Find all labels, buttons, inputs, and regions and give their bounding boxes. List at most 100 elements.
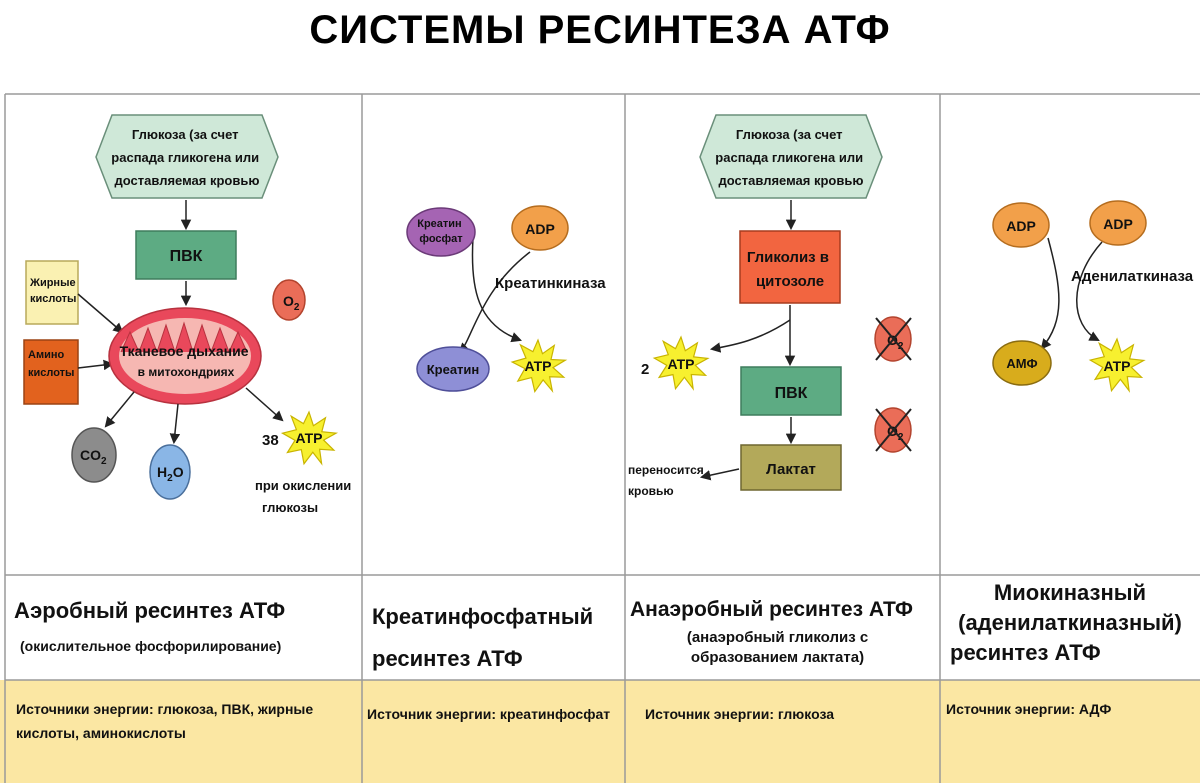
- svg-text:при окислении глюкозы: при окислении глюкозы: [255, 478, 355, 515]
- anaerobic-panel: Глюкоза (за счет распада гликогена или д…: [628, 114, 912, 498]
- myokinase-adp-circle-1: [992, 202, 1050, 248]
- amf-circle: [992, 340, 1052, 386]
- myokinase-caption-line-1: Миокиназный: [993, 580, 1147, 605]
- anaerobic-glucose-line-3: доставляемая кровью: [719, 173, 864, 188]
- myokinase-atp-label: ATP: [1104, 358, 1131, 374]
- aerobic-glucose-line-1: Глюкоза (за счет: [132, 127, 239, 142]
- myokinase-caption-line-3: ресинтез АТФ: [950, 640, 1101, 665]
- creatine-adp-label: ADP: [525, 221, 555, 237]
- mito-line-1: Тканевое дыхание: [120, 343, 249, 359]
- anaerobic-caption-title: Анаэробный ресинтез АТФ: [630, 598, 913, 621]
- aerobic-source-line-2: кислоты, аминокислоты: [16, 725, 186, 741]
- aerobic-caption-sub: (окислительное фосфорилирование): [20, 638, 282, 654]
- svg-text:Гликолиз в цитозоле: Гликолиз в цитозоле: [747, 249, 833, 290]
- amino-acids-line-1: Амино: [28, 349, 64, 361]
- amino-acids-line-2: кислоты: [28, 367, 74, 379]
- anaerobic-atp-star: [652, 335, 710, 391]
- svg-text:Глюкоза (за счет распада: Глюкоза (за счет распада гликогена или д…: [111, 127, 262, 188]
- co2-label: CO: [80, 447, 101, 463]
- svg-text:O2: O2: [283, 293, 300, 313]
- h2o-sub: 2: [167, 473, 173, 484]
- anaerobic-atp-label: ATP: [668, 356, 695, 372]
- creatine-enzyme-label: Креатинкиназа: [495, 275, 606, 292]
- svg-text:Глюкоза (за счет распада: Глюкоза (за счет распада гликогена или д…: [715, 127, 866, 188]
- aerobic-caption-title: Аэробный ресинтез АТФ: [14, 598, 286, 623]
- h2o-circle: [149, 444, 191, 500]
- h2o-h: H: [157, 464, 167, 480]
- anaerobic-atp-count: 2: [641, 361, 649, 378]
- aerobic-glucose-box: [95, 114, 279, 199]
- lactate-label: Лактат: [766, 461, 816, 478]
- anaerobic-source-line-1: Источник энергии: глюкоза: [645, 706, 835, 722]
- myokinase-caption: Миокиназный (аденилаткиназный) ресинтез …: [940, 578, 1200, 668]
- fatty-acids-line-2: кислоты: [30, 293, 76, 305]
- creatine-phosphate-line-1: Креатин: [417, 218, 461, 230]
- creatine-circle: [416, 346, 490, 392]
- myokinase-source-line-1: Источник энергии: АДФ: [946, 701, 1112, 717]
- aerobic-note-line-2: глюкозы: [262, 500, 318, 515]
- myokinase-adp-circle-2: [1089, 200, 1147, 246]
- svg-text:переносится кровью: переносится кровью: [628, 463, 707, 498]
- anaerobic-caption-sub-line-2: образованием лактата): [690, 649, 865, 666]
- footer-band: [0, 680, 1200, 783]
- fatty-acids-box: [25, 260, 79, 325]
- aerobic-source: Источники энергии: глюкоза, ПВК, жирные …: [16, 697, 313, 745]
- creatine-caption-line-1: Креатинфосфатный: [372, 604, 594, 629]
- h2o-o: O: [173, 464, 184, 480]
- glycolysis-box: [739, 230, 841, 304]
- anaerobic-glucose-line-2: распада гликогена или: [715, 150, 863, 165]
- anaerobic-caption-sub: (анаэробный гликолиз с образованием лакт…: [630, 628, 925, 668]
- myokinase-adp-label-1: ADP: [1006, 218, 1036, 234]
- creatine-source-line-1: Источник энергии: креатинфосфат: [367, 706, 611, 722]
- aerobic-panel: Глюкоза (за счет распада гликогена или д…: [23, 114, 355, 515]
- creatine-phosphate-line-2: фосфат: [419, 233, 463, 245]
- anaerobic-caption-sub-line-1: (анаэробный гликолиз с: [686, 629, 869, 646]
- creatine-phosphate-circle: [406, 207, 476, 257]
- no-o2-marker-1: O2: [874, 316, 912, 362]
- myokinase-panel: ADP ADP Аденилаткиназа АМФ ATP: [992, 200, 1194, 393]
- transport-line-1: переносится: [628, 463, 704, 477]
- creatine-label: Креатин: [427, 362, 480, 377]
- co2-circle: [71, 427, 117, 483]
- aerobic-note-line-1: при окислении: [255, 478, 351, 493]
- lactate-box: [740, 444, 842, 491]
- anaerobic-glucose-box: [699, 114, 883, 199]
- myokinase-source: Источник энергии: АДФ: [946, 697, 1111, 721]
- myokinase-caption-line-2: (аденилаткиназный): [958, 610, 1182, 635]
- aerobic-glucose-line-2: распада гликогена или: [111, 150, 259, 165]
- anaerobic-pvk-label: ПВК: [775, 385, 808, 402]
- svg-text:Креатин фосфат: Креатин фосфат: [417, 218, 465, 245]
- aerobic-pvk-label: ПВК: [170, 248, 203, 265]
- page-title: СИСТЕМЫ РЕСИНТЕЗА АТФ: [309, 8, 891, 52]
- svg-text:Жирные кислоты: Жирные кислоты: [29, 277, 79, 305]
- creatine-atp-label: ATP: [525, 358, 552, 374]
- table-grid: [4, 93, 1200, 783]
- amino-acids-box: [23, 339, 79, 405]
- aerobic-pvk-box: [135, 230, 237, 280]
- svg-text:H2O: H2O: [157, 464, 184, 484]
- fatty-acids-line-1: Жирные: [29, 277, 76, 289]
- svg-text:CO2: CO2: [80, 447, 107, 467]
- anaerobic-pvk-box: [740, 366, 842, 416]
- aerobic-o2-circle: [272, 279, 306, 321]
- glycolysis-line-1: Гликолиз в: [747, 249, 829, 266]
- creatine-panel: Креатин фосфат ADP Креатинкиназа Креатин…: [406, 205, 606, 394]
- co2-sub: 2: [101, 456, 107, 467]
- aerobic-o2-sub: 2: [294, 302, 300, 313]
- aerobic-source-line-1: Источники энергии: глюкоза, ПВК, жирные: [16, 701, 314, 717]
- aerobic-atp-star: [280, 410, 339, 466]
- no-o2-marker-2: O2: [874, 407, 912, 453]
- aerobic-atp-count: 38: [262, 432, 279, 449]
- anaerobic-source: Источник энергии: глюкоза: [645, 702, 834, 726]
- glycolysis-line-2: цитозоле: [756, 273, 824, 290]
- creatine-source: Источник энергии: креатинфосфат: [367, 702, 610, 726]
- aerobic-glucose-line-3: доставляемая кровью: [115, 173, 260, 188]
- mito-line-2: в митохондриях: [138, 365, 235, 379]
- anaerobic-glucose-line-1: Глюкоза (за счет: [736, 127, 843, 142]
- transport-line-2: кровью: [628, 484, 674, 498]
- svg-text:Тканевое дыхание в митох: Тканевое дыхание в митохондриях: [120, 343, 253, 379]
- creatine-adp-circle: [511, 205, 569, 251]
- aerobic-o2-label: O: [283, 293, 294, 309]
- creatine-caption: Креатинфосфатный ресинтез АТФ: [372, 596, 593, 680]
